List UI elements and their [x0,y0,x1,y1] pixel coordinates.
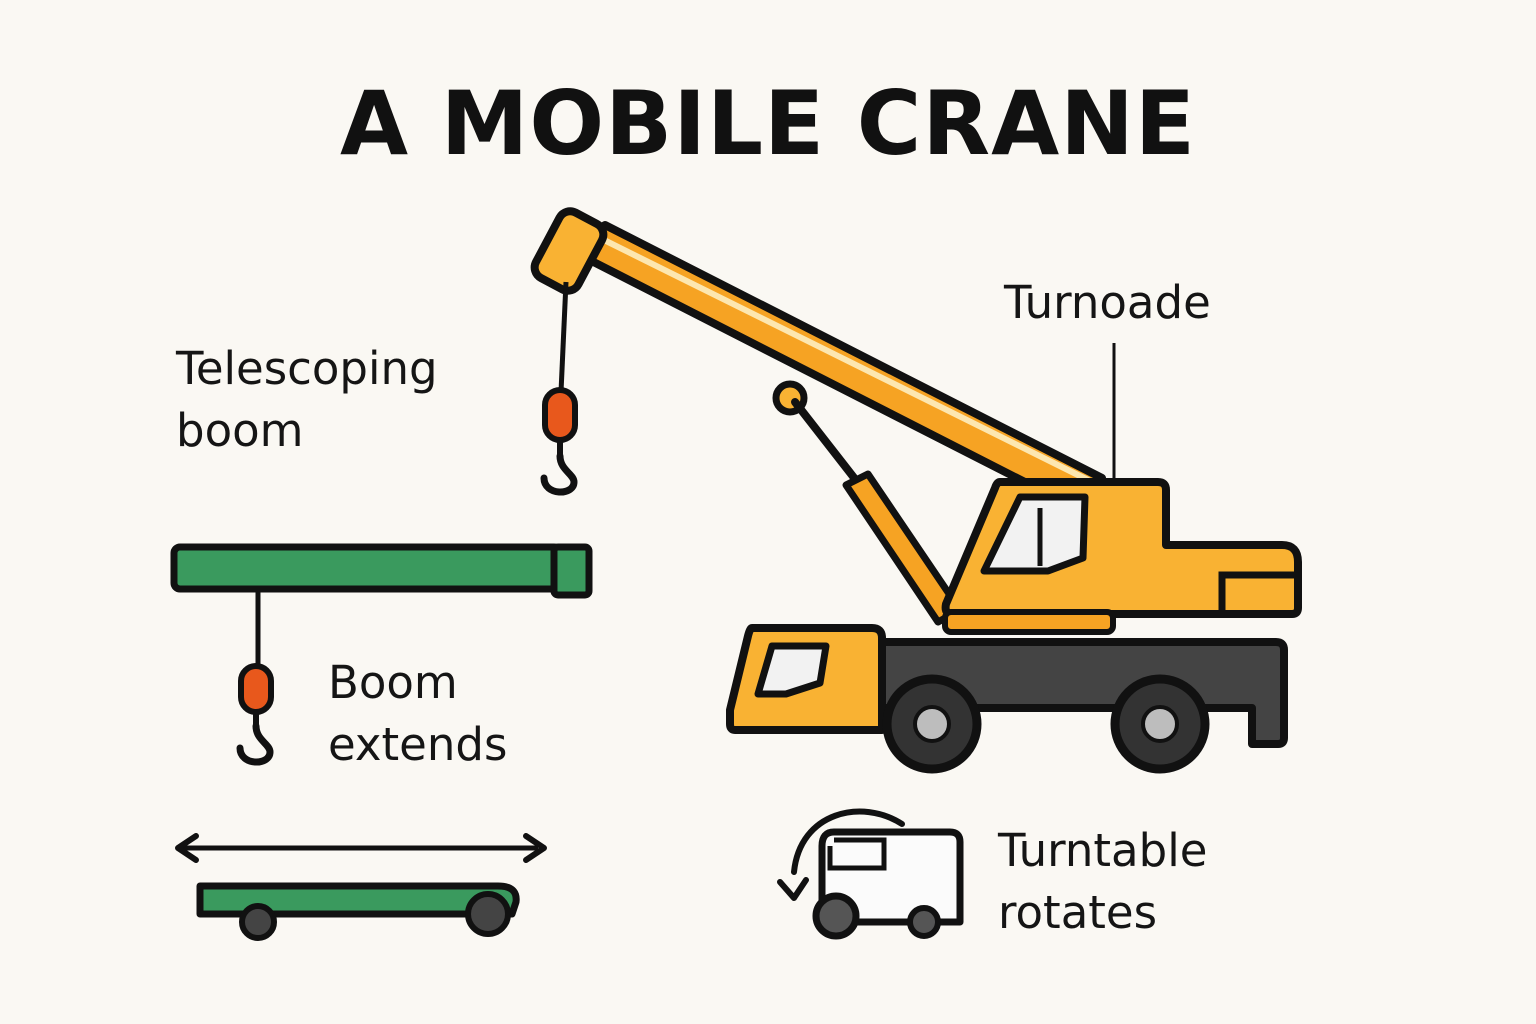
wheel-front [882,674,982,774]
label-turnoade: Turnoade [1004,276,1211,329]
wheel-icon [465,891,511,937]
label-line: extends [328,718,508,771]
turntable-base [942,609,1116,635]
label-boom-extends: Boom extends [328,652,507,776]
label-line: Telescoping [176,342,438,395]
main-boom [530,207,1106,504]
label-line: Boom [328,656,458,709]
hook-icon [540,452,578,496]
mini-vehicle [818,828,964,926]
label-turntable-rotates: Turntable rotates [998,820,1207,944]
label-line: rotates [998,886,1158,939]
rotate-arrow-icon [791,808,905,875]
hook-icon [236,722,274,766]
page-title: A MOBILE CRANE [340,72,1196,175]
double-arrow-icon [175,833,547,863]
small-hook-block [238,663,274,715]
driver-cab-window [754,642,830,698]
wheel-rear [1110,674,1210,774]
wheel-icon [907,905,941,939]
turntable-rotate-diagram [777,808,964,940]
cab-window [980,493,1089,575]
carrier-chassis [726,624,1288,748]
main-hook [540,281,578,496]
hook-block [542,387,578,443]
boom-highlight [597,235,1091,483]
boom-diagram-extended [175,833,547,941]
boom-diagram-retracted [170,543,593,766]
upper-cab [941,478,1302,635]
label-telescoping-boom: Telescoping boom [176,338,438,462]
boom-tip [530,207,608,295]
label-line: Turntable [998,824,1208,877]
label-line: boom [176,404,304,457]
wheel-icon [239,903,277,941]
green-boom-tip [550,543,593,599]
wheel-icon [812,892,860,940]
